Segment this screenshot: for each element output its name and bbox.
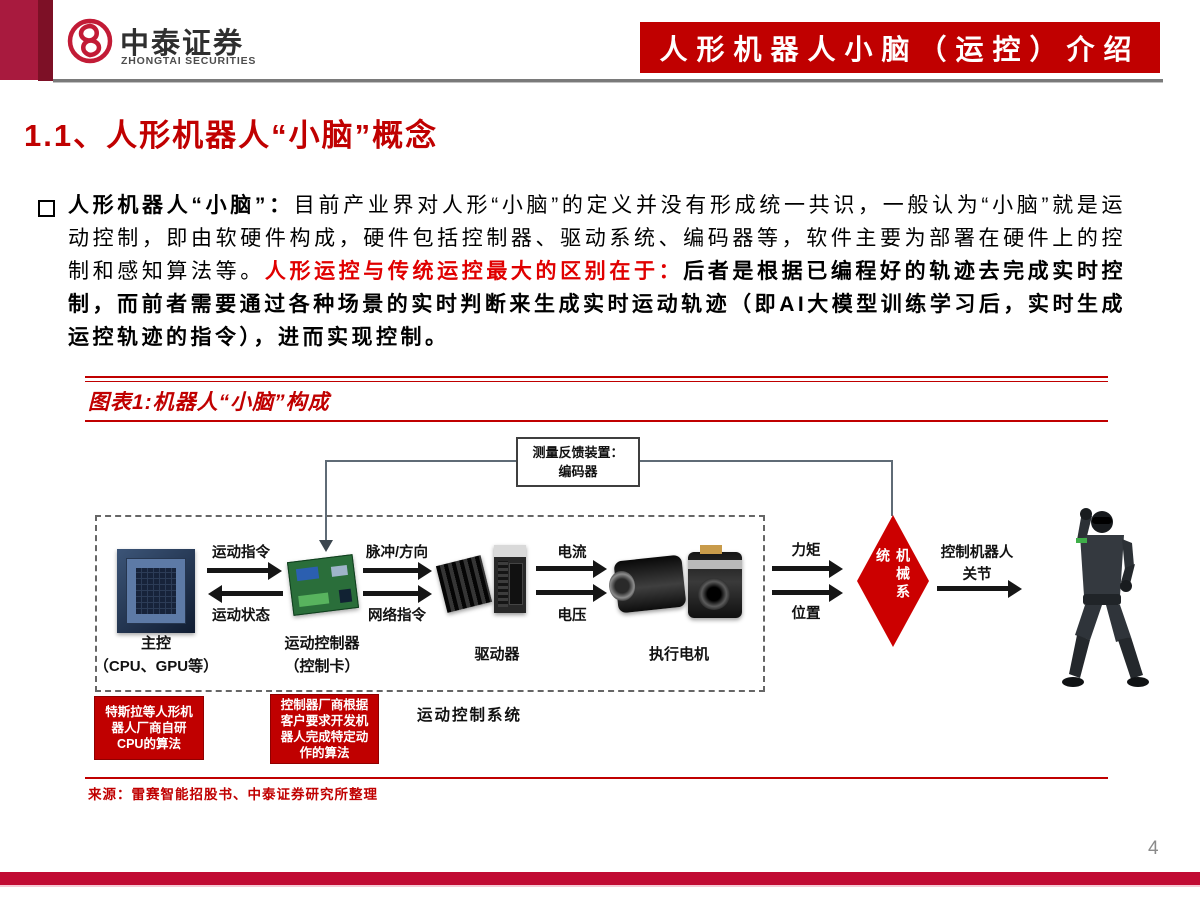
control-joints-arrow-icon bbox=[937, 586, 1009, 591]
header-divider bbox=[53, 79, 1163, 83]
feedback-line-right-drop bbox=[891, 460, 893, 516]
driver-tower-image bbox=[494, 545, 526, 613]
cpu-chip-image bbox=[117, 549, 195, 633]
body-paragraph: 人形机器人“小脑”：目前产业界对人形“小脑”的定义并没有形成统一共识，一般认为“… bbox=[68, 189, 1126, 354]
control-joints-label-line1: 控制机器人 bbox=[940, 545, 1014, 561]
motion-control-system-label: 运动控制系统 bbox=[417, 707, 523, 724]
network-command-label: 网络指令 bbox=[368, 608, 426, 624]
humanoid-robot-image bbox=[1062, 508, 1149, 687]
motion-command-label: 运动指令 bbox=[212, 545, 270, 561]
figure-rule-bottom bbox=[85, 420, 1108, 422]
feedback-arrowhead-down-icon bbox=[319, 540, 333, 552]
controller-callout-line: 控制器厂商根据 bbox=[280, 698, 369, 712]
bottom-accent-line bbox=[0, 885, 1200, 887]
tesla-callout-line: 器人厂商自研 bbox=[111, 721, 187, 735]
tesla-callout-line: CPU的算法 bbox=[117, 737, 181, 751]
current-label: 电流 bbox=[557, 545, 587, 561]
bullet-square-icon bbox=[38, 200, 55, 217]
figure-rule-top bbox=[85, 376, 1108, 378]
driver-top-cap bbox=[494, 545, 526, 557]
slide-title: 1.1、人形机器人“小脑”概念 bbox=[24, 118, 439, 153]
pcb-component bbox=[330, 564, 348, 577]
controller-callout-line: 作的算法 bbox=[299, 746, 350, 760]
zhongtai-logo-icon bbox=[67, 18, 113, 64]
mechanical-system-label: 机械系统 bbox=[875, 548, 911, 602]
feedback-line-left bbox=[325, 460, 516, 462]
motion-control-system-boundary bbox=[95, 515, 765, 692]
header-left-accent-bar-dark bbox=[38, 0, 53, 81]
torque-label: 力矩 bbox=[791, 543, 821, 559]
feedback-device-line2: 编码器 bbox=[558, 464, 598, 479]
controller-callout-line: 器人完成特定动 bbox=[280, 730, 369, 744]
motion-command-arrow-icon bbox=[207, 568, 269, 573]
driver-node-label: 驱动器 bbox=[474, 646, 520, 663]
page-number: 4 bbox=[1148, 838, 1159, 859]
controller-node-sublabel: （控制卡） bbox=[284, 658, 360, 675]
driver-panel bbox=[509, 563, 523, 605]
motor-band bbox=[688, 560, 742, 569]
motion-state-arrow-icon bbox=[221, 591, 283, 596]
servo-motor-image bbox=[607, 554, 687, 614]
tesla-callout-box: 特斯拉等人形机 器人厂商自研 CPU的算法 bbox=[95, 697, 203, 759]
pcb-component bbox=[338, 588, 353, 604]
pulse-direction-arrow-icon bbox=[363, 568, 419, 573]
diamond-shape-icon bbox=[857, 515, 929, 647]
paragraph-lead: 人形机器人“小脑”： bbox=[68, 194, 294, 217]
header-left-accent-bar bbox=[0, 0, 38, 80]
control-joints-label-line2: 关节 bbox=[962, 567, 992, 583]
position-arrow-icon bbox=[772, 590, 830, 595]
paragraph-highlight: 人形运控与传统运控最大的区别在于： bbox=[264, 260, 684, 283]
torque-arrow-icon bbox=[772, 566, 830, 571]
section-banner: 人形机器人小脑（运控）介绍 bbox=[640, 22, 1160, 73]
feedback-device-box: 测量反馈装置： 编码器 bbox=[516, 437, 640, 487]
controller-callout-line: 客户要求开发机 bbox=[280, 714, 369, 728]
master-node-label: 主控 bbox=[140, 635, 172, 652]
servo-motor-image-2 bbox=[688, 545, 742, 618]
current-arrow-icon bbox=[536, 566, 594, 571]
figure-title: 图表1:机器人“小脑”构成 bbox=[88, 391, 330, 414]
motion-state-label: 运动状态 bbox=[212, 608, 270, 624]
tesla-callout-line: 特斯拉等人形机 bbox=[105, 705, 193, 719]
feedback-line-left-drop bbox=[325, 460, 327, 540]
voltage-label: 电压 bbox=[557, 608, 587, 624]
controller-vendor-callout-box: 控制器厂商根据 客户要求开发机 器人完成特定动 作的算法 bbox=[271, 695, 378, 763]
pcb-connector bbox=[298, 592, 330, 608]
master-node-sublabel: （CPU、GPU等） bbox=[93, 658, 219, 675]
feedback-device-line1: 测量反馈装置： bbox=[532, 445, 624, 460]
feedback-line-right bbox=[640, 460, 893, 462]
controller-node-label: 运动控制器 bbox=[284, 635, 360, 652]
pcb-component bbox=[295, 566, 320, 582]
voltage-arrow-icon bbox=[536, 590, 594, 595]
network-command-arrow-icon bbox=[363, 591, 419, 596]
motor-face bbox=[698, 578, 730, 610]
cpu-die-grid bbox=[136, 568, 176, 614]
figure-rule-top2 bbox=[85, 381, 1108, 382]
logo-chinese-name: 中泰证券 bbox=[120, 28, 245, 60]
position-label: 位置 bbox=[791, 606, 821, 622]
driver-vents bbox=[498, 561, 508, 607]
pulse-direction-label: 脉冲/方向 bbox=[365, 545, 429, 561]
paragraph-conclusion: 后者是根据已编程好的轨迹去完成实时控制，而前者需要通过各种场景的实时判断来生成实… bbox=[68, 260, 1127, 349]
paragraph-body: 目前产业界对人形“小脑”的定义并没有形成统一共识，一般认为“小脑”就是运动控制，… bbox=[68, 194, 1126, 283]
source-note: 来源：雷赛智能招股书、中泰证券研究所整理 bbox=[88, 787, 378, 802]
motor-node-label: 执行电机 bbox=[648, 646, 710, 663]
motor-connector bbox=[700, 545, 722, 554]
motion-controller-board-image bbox=[286, 554, 360, 616]
mechanical-system-diamond: 机械系统 bbox=[857, 515, 929, 647]
source-divider bbox=[85, 777, 1108, 779]
bottom-accent-bar bbox=[0, 872, 1200, 885]
logo-english-name: ZHONGTAI SECURITIES bbox=[121, 55, 257, 67]
